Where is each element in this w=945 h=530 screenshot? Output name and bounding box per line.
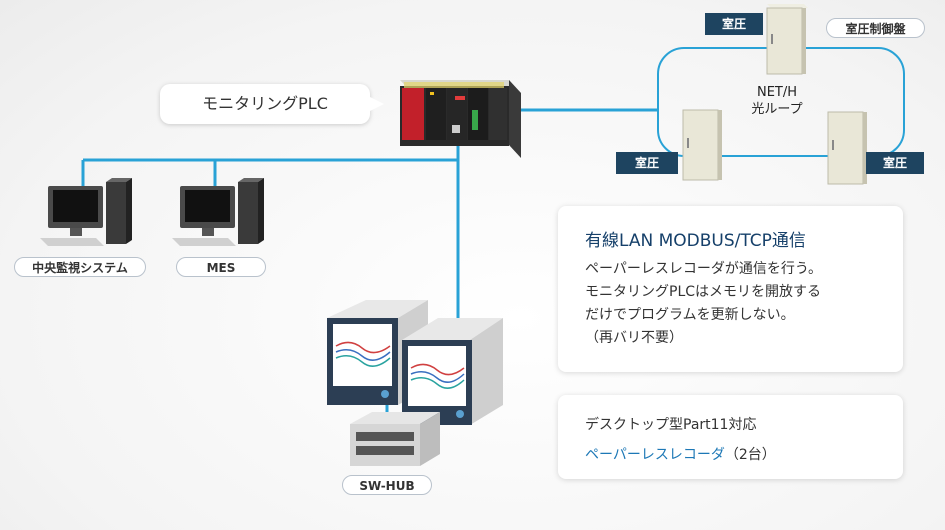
card1-line: ペーパーレスレコーダが通信を行う。: [585, 261, 823, 277]
plc-label-bubble: モニタリングPLC: [160, 84, 384, 124]
modbus-info-card: 有線LAN MODBUS/TCP通信 ペーパーレスレコーダが通信を行う。 モニタ…: [558, 206, 903, 372]
cabinet-top: [766, 4, 808, 75]
card2-line1: デスクトップ型Part11対応: [585, 417, 757, 433]
card1-body: ペーパーレスレコーダが通信を行う。 モニタリングPLCはメモリを開放する だけで…: [585, 258, 822, 350]
cabinet-right: [827, 111, 867, 185]
central-monitor-pc: [40, 178, 132, 246]
net-loop-line1: NET/H: [756, 85, 798, 100]
cabinet-left: [682, 109, 722, 181]
control-panel-label: 室圧制御盤: [826, 18, 925, 38]
room-pressure-tag-right: 室圧: [866, 152, 924, 174]
net-loop-label: NET/H 光ループ: [737, 84, 817, 118]
swhub-label: SW-HUB: [342, 475, 432, 495]
net-loop-line2: 光ループ: [751, 102, 803, 117]
card1-line: だけでプログラムを更新しない。: [585, 307, 795, 323]
card2-recorder-text: ペーパーレスレコーダ: [585, 447, 725, 463]
plc-device: [400, 80, 521, 158]
card1-title: 有線LAN MODBUS/TCP通信: [585, 231, 806, 251]
card1-line: モニタリングPLCはメモリを開放する: [585, 284, 822, 300]
mes-pc: [172, 178, 264, 246]
room-pressure-tag-left: 室圧: [616, 152, 678, 174]
central-monitoring-label: 中央監視システム: [14, 257, 146, 277]
card2-line2: ペーパーレスレコーダ（2台）: [585, 444, 776, 464]
paperless-recorder-2: [402, 318, 503, 425]
room-pressure-tag-top: 室圧: [705, 13, 763, 35]
mes-label: MES: [176, 257, 266, 277]
card2-count-text: （2台）: [724, 447, 776, 463]
card1-line: （再バリ不要）: [585, 330, 683, 346]
recorder-info-card: デスクトップ型Part11対応 ペーパーレスレコーダ（2台）: [558, 395, 903, 479]
switch-hub: [350, 412, 440, 466]
